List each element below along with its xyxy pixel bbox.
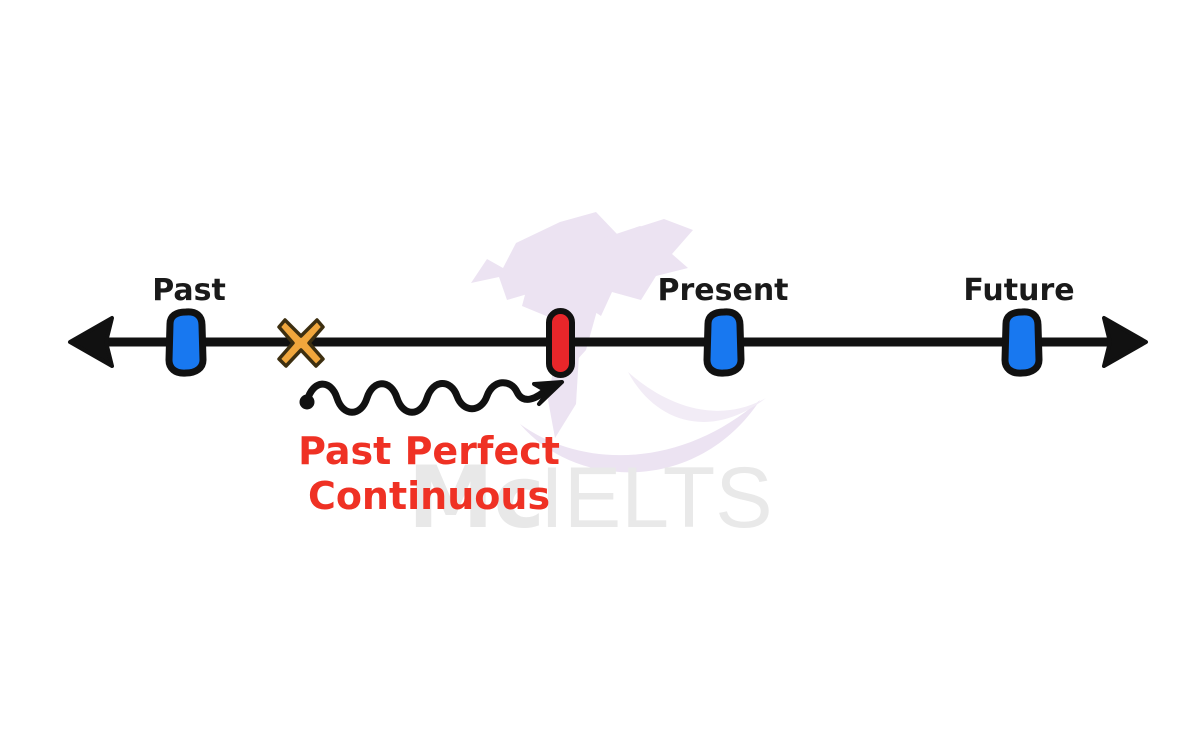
- tense-label-line1: Past Perfect: [298, 429, 560, 473]
- future-marker[interactable]: [1001, 308, 1043, 377]
- present-marker[interactable]: [703, 308, 745, 377]
- timeline-axis: [68, 316, 1148, 368]
- right-arrowhead-icon: [1102, 316, 1148, 368]
- wavy-arrow-arrowhead-icon: [532, 380, 564, 406]
- event-x-marker-shape: [277, 318, 325, 368]
- past-marker-shape: [165, 308, 207, 377]
- interrupt-bar-shape: [546, 308, 575, 378]
- present-marker-shape: [703, 308, 745, 377]
- left-arrowhead-icon: [68, 316, 114, 368]
- present-label: Present: [657, 273, 788, 308]
- tense-label-line2: Continuous: [308, 474, 550, 518]
- watermark-brand-bold: Mc: [408, 448, 545, 548]
- past-label: Past: [152, 273, 226, 308]
- wavy-arrow-line: [303, 379, 552, 416]
- interrupt-bar-marker[interactable]: [546, 308, 575, 378]
- wavy-duration-arrow: [299, 379, 564, 416]
- swoosh-watermark-icon: [520, 372, 766, 473]
- future-marker-shape: [1001, 308, 1043, 377]
- watermark-brand-thin: IELTS: [540, 450, 773, 546]
- past-marker[interactable]: [165, 308, 207, 377]
- future-label: Future: [963, 273, 1074, 308]
- event-x-marker[interactable]: [277, 318, 325, 368]
